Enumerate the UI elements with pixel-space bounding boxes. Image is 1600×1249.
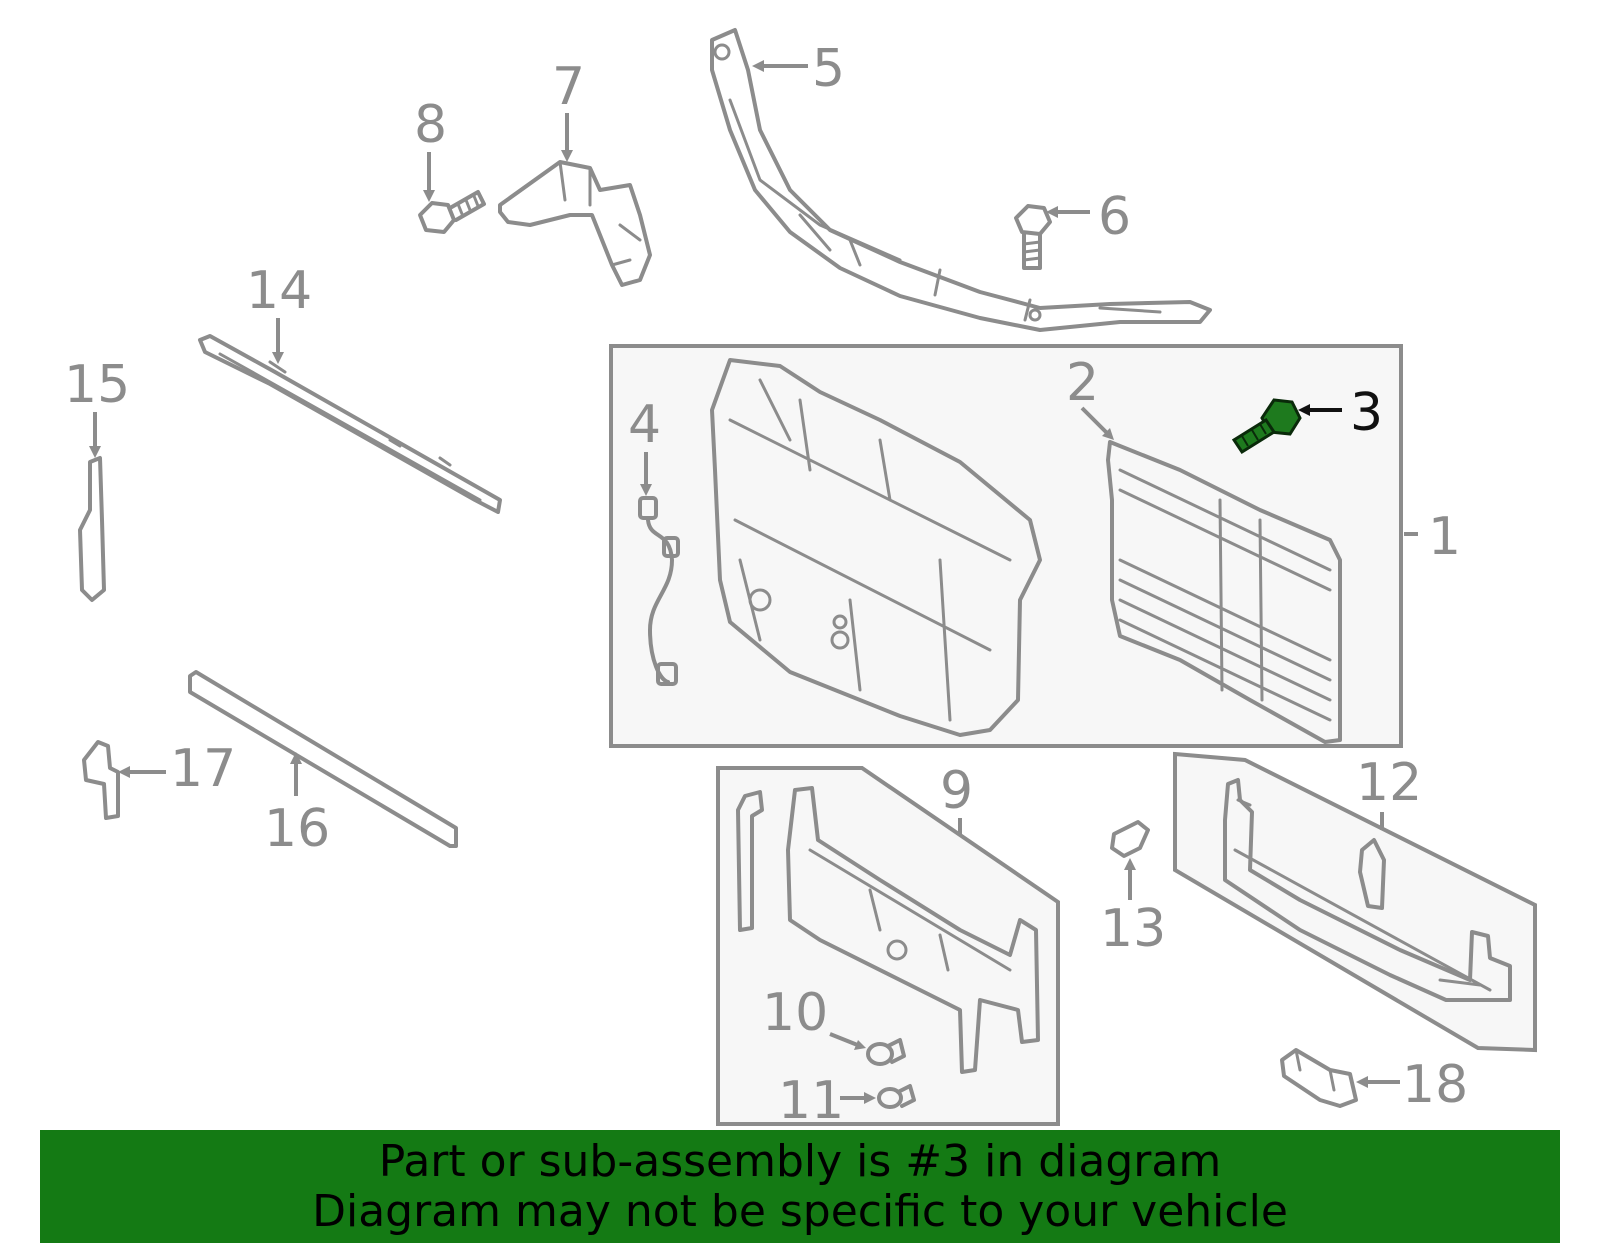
callout-1: 1 (1428, 507, 1461, 567)
part-5-upper-tie-bar (710, 28, 1212, 332)
leader-lines (89, 60, 1418, 1104)
callout-2: 2 (1066, 353, 1099, 413)
callout-11: 11 (778, 1071, 844, 1131)
callout-5: 5 (812, 39, 845, 99)
callout-18: 18 (1402, 1055, 1468, 1115)
part-9-lower-support (736, 786, 1040, 1074)
banner-line-1: Part or sub-assembly is #3 in diagram (378, 1135, 1222, 1187)
callout-3: 3 (1350, 383, 1383, 443)
callout-10: 10 (762, 983, 828, 1043)
callout-16: 16 (264, 799, 330, 859)
callout-labels: 1 2 3 4 5 6 7 8 9 10 11 12 13 14 15 16 1… (64, 39, 1468, 1131)
part-17-clip (82, 740, 120, 820)
callout-17: 17 (170, 739, 236, 799)
part-15-seal (78, 456, 106, 602)
callout-4: 4 (628, 395, 661, 455)
part-18-connector (1280, 1048, 1358, 1108)
part-8-bolt (418, 190, 486, 234)
callout-15: 15 (64, 355, 130, 415)
part-6-bolt (1014, 204, 1052, 270)
part-14-rail (198, 334, 502, 514)
part-3-bolt-highlighted (1231, 398, 1302, 455)
part-7-bracket (498, 160, 652, 287)
banner-line-2: Diagram may not be specific to your vehi… (312, 1185, 1288, 1237)
part-1-radiator-support (710, 358, 1042, 737)
part-2-grille-shutter (1106, 440, 1342, 744)
callout-14: 14 (246, 261, 312, 321)
part-12-lower-bar (1223, 778, 1512, 1002)
callout-6: 6 (1098, 187, 1131, 247)
info-banner: Part or sub-assembly is #3 in diagram Di… (40, 1130, 1560, 1243)
callout-7: 7 (552, 57, 585, 117)
callout-9: 9 (940, 761, 973, 821)
callout-12: 12 (1356, 753, 1422, 813)
part-13-clip (1110, 820, 1150, 858)
part-16-strip (188, 670, 458, 848)
callout-8: 8 (414, 95, 447, 155)
callout-13: 13 (1100, 899, 1166, 959)
assembly-box-12 (1173, 751, 1537, 1053)
part-4-harness (638, 496, 680, 686)
part-11-clip (877, 1084, 916, 1109)
part-10-clip (866, 1038, 906, 1066)
